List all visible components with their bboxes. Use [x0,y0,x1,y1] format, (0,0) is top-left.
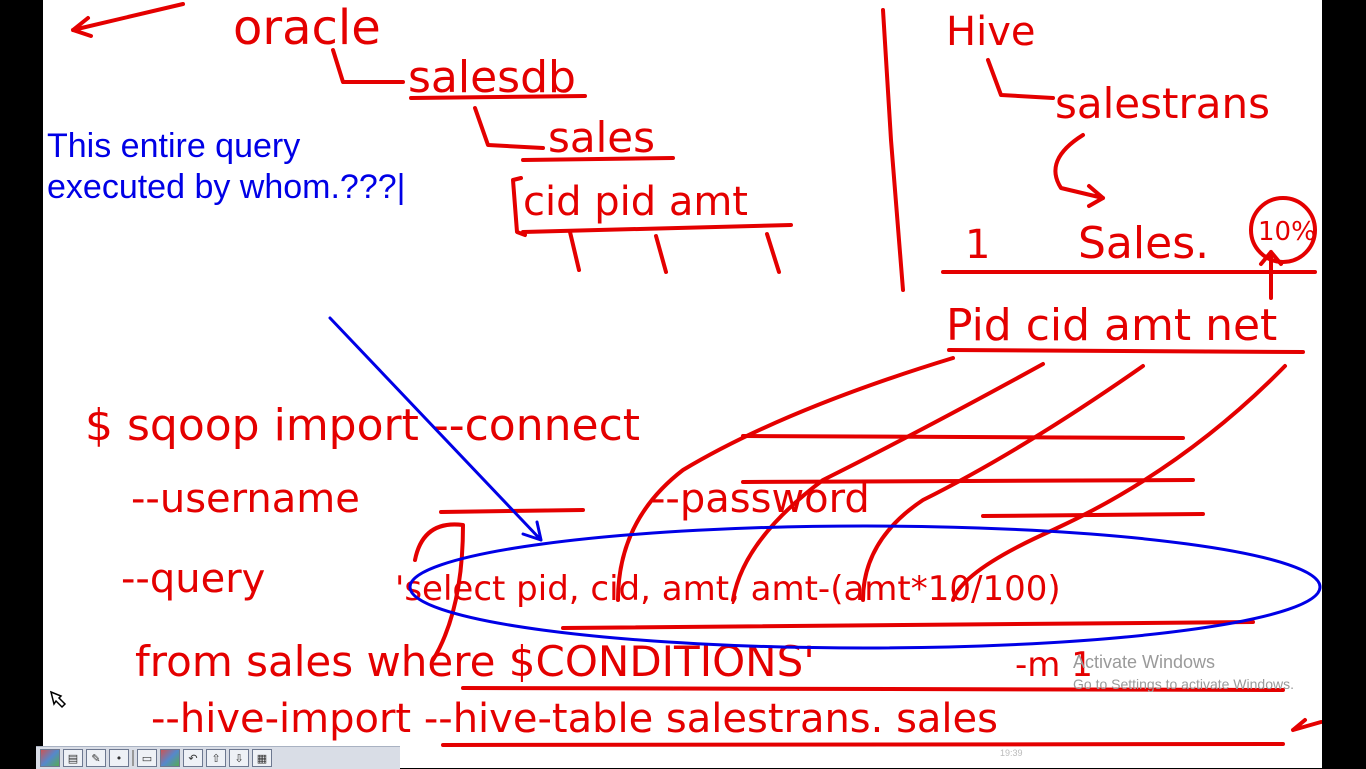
folder-icon[interactable]: ▭ [137,749,157,767]
salesdb-tree-connector [473,106,545,150]
pen-toolbar: ▤ ✎ • ▭ ↶ ⇧ ⇩ ▦ [36,746,400,769]
toolbar-separator [132,750,134,766]
salestrans-loop-arrow [1053,133,1105,208]
ten-percent-circle [1249,196,1317,264]
sqoop-line-2b: --password [651,476,870,522]
watermark-title: Activate Windows [1073,652,1216,672]
sales-underline [521,156,675,162]
password-blank [981,512,1205,518]
salestrans-label: salestrans [1055,79,1270,128]
pen-icon[interactable]: ✎ [86,749,106,767]
watermark-subtitle: Go to Settings to activate Windows. [1073,676,1294,692]
divider-stroke [881,8,905,292]
oracle-cols-underline [521,223,793,234]
sales-table-label: sales [548,113,655,162]
top-arrow-stroke [71,2,185,38]
map-curve-pid [616,356,955,602]
hand-cursor-icon [49,690,67,709]
activate-windows-watermark: Activate Windows Go to Settings to activ… [1073,652,1294,692]
salesdb-label: salesdb [408,52,576,103]
annotation-line-1: This entire query [47,127,301,165]
annotation-note: This entire query executed by whom.???| [47,126,406,208]
ten-percent-arrow [1259,250,1283,300]
blue-query-ellipse [408,524,1322,650]
sqoop-line-2a: --username [131,476,360,522]
dot-icon[interactable]: • [109,749,129,767]
clipboard-icon[interactable]: ▤ [63,749,83,767]
oracle-label: oracle [233,0,381,56]
map-curve-net [951,364,1287,602]
undo-icon[interactable]: ↶ [183,749,203,767]
hive-cols-underline [947,348,1305,354]
query-underline [561,620,1255,630]
blue-arrow [328,316,543,542]
salesdb-underline [409,94,587,100]
map-hline-1 [741,434,1185,440]
where-underline [461,686,1285,692]
bottom-line [441,742,1285,747]
query-open-loop [413,522,465,662]
hive-label: Hive [946,9,1035,55]
map-curve-cid [731,362,1045,602]
paint-icon[interactable] [40,749,60,767]
sqoop-line-4b: -m 1 [1015,645,1093,685]
annotation-line-2: executed by whom.???| [47,168,406,206]
sqoop-line-3b: 'select pid, cid, amt, amt-(amt*10/100) [395,569,1061,609]
hive-tree-connector [986,58,1055,100]
oracle-columns-label: cid pid amt [523,179,748,225]
handwriting-layer: oracle salesdb sales cid pid amt Hive sa… [71,0,1322,747]
hive-sales-label: Sales. [1078,218,1209,269]
clock-text: 19:39 [1000,748,1023,758]
end-arrow [1291,718,1322,732]
oracle-tree-connector [331,48,405,84]
oracle-cols-ticks [568,230,781,274]
sqoop-line-1: $ sqoop import --connect [85,400,640,451]
page-down-icon[interactable]: ⇩ [229,749,249,767]
sqoop-line-3a: --query [121,556,265,602]
oracle-cols-bracket [511,176,527,237]
sqoop-line-5: --hive-import --hive-table salestrans. s… [151,696,998,742]
document-icon[interactable]: ▦ [252,749,272,767]
one-label: 1 [965,222,990,268]
ten-percent-label: 10% [1258,217,1316,247]
map-curve-amt [861,364,1145,602]
hive-columns-label: Pid cid amt net [946,300,1277,351]
whiteboard-canvas[interactable]: oracle salesdb sales cid pid amt Hive sa… [43,0,1322,768]
map-hline-2 [741,478,1195,484]
page-up-icon[interactable]: ⇧ [206,749,226,767]
highlighter-icon[interactable] [160,749,180,767]
